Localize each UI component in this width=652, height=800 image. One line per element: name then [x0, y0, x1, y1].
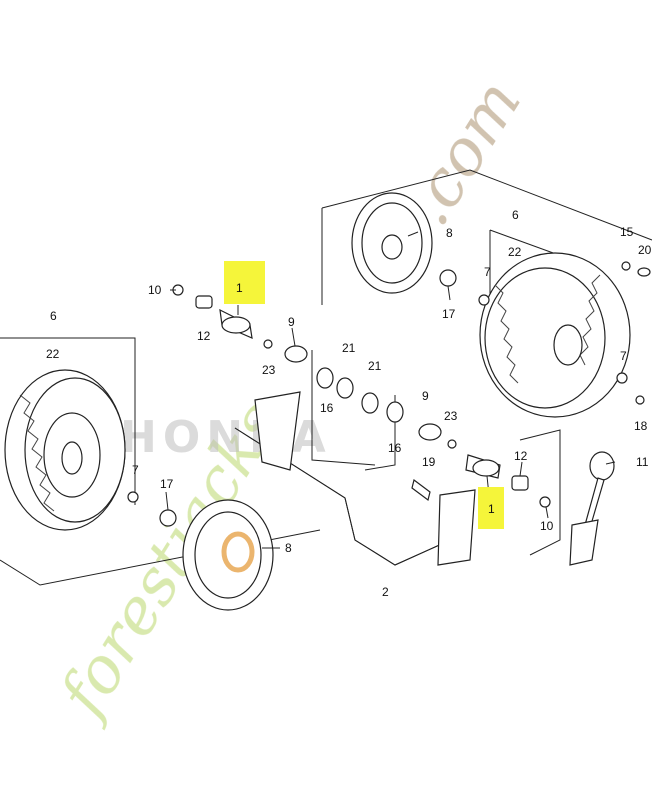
callout-16-b: 16: [388, 441, 402, 455]
callout-22-left: 22: [46, 347, 60, 361]
leader-lines: [165, 231, 616, 549]
callout-16-a: 16: [320, 401, 334, 415]
callout-12-a: 12: [197, 329, 211, 343]
callout-1-top: 1: [236, 281, 243, 295]
callout-22-right: 22: [508, 245, 522, 259]
right-wheel: [479, 252, 631, 418]
highlight-box-bottom: [478, 487, 504, 529]
height-brackets: [254, 391, 476, 566]
brand-watermark: HONDA: [120, 412, 332, 463]
callout-6-right: 6: [512, 208, 519, 222]
callout-23-b: 23: [444, 409, 458, 423]
bushing-bottom: [465, 454, 501, 479]
callout-labels: 1 1 2 6 6 7 7 7 8 8 9 9 10 10 11 12 12 1…: [46, 208, 652, 599]
callout-10-b: 10: [540, 519, 554, 533]
callout-15: 15: [620, 225, 634, 239]
callout-19: 19: [422, 455, 436, 469]
axle: [234, 427, 456, 566]
highlight-box-top: [224, 261, 265, 304]
callout-11: 11: [636, 455, 649, 469]
callout-8-bottom: 8: [285, 541, 292, 555]
callout-20: 20: [638, 243, 652, 257]
callout-7-b: 7: [620, 349, 627, 363]
bushing-top: [219, 308, 253, 339]
bottom-gear-disc: [182, 499, 274, 611]
callout-21-b: 21: [368, 359, 382, 373]
group-outlines: [0, 169, 652, 586]
callout-1-bottom: 1: [488, 502, 495, 516]
callout-21-a: 21: [342, 341, 356, 355]
callout-8-top: 8: [446, 226, 453, 240]
svg-text:HONDA: HONDA: [120, 412, 332, 463]
callout-7-c: 7: [132, 463, 139, 477]
callout-17-b: 17: [160, 477, 174, 491]
callout-9-b: 9: [422, 389, 429, 403]
callout-18: 18: [634, 419, 648, 433]
callout-2: 2: [382, 585, 389, 599]
top-gear-disc: [351, 192, 433, 294]
height-lever: [569, 451, 615, 566]
callout-23-a: 23: [262, 363, 276, 377]
callout-7-a: 7: [484, 265, 491, 279]
callout-17-a: 17: [442, 307, 456, 321]
left-wheel: [4, 369, 126, 531]
callout-6-left: 6: [50, 309, 57, 323]
callout-10-a: 10: [148, 283, 162, 297]
callout-9-a: 9: [288, 315, 295, 329]
callout-12-b: 12: [514, 449, 528, 463]
small-parts: [127, 261, 651, 527]
